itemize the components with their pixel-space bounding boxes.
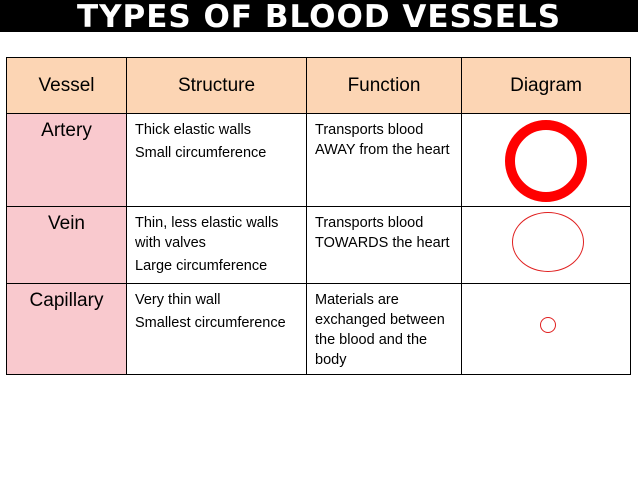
- structure-line: Thick elastic walls: [135, 122, 252, 138]
- structure-line: Large circumference: [135, 258, 268, 274]
- vessel-name-vein: Vein: [6, 206, 127, 284]
- table-header-row: Vessel Structure Function Diagram: [6, 57, 631, 114]
- header-diagram: Diagram: [461, 57, 631, 114]
- structure-line: Small circumference: [135, 145, 267, 161]
- function-cell-capillary: Materials are exchanged between the bloo…: [306, 283, 462, 375]
- table-row-vein: Vein Thin, less elastic walls with valve…: [6, 206, 631, 284]
- capillary-cross-section-icon: [540, 317, 556, 333]
- diagram-cell-artery: [461, 113, 631, 207]
- diagram-cell-vein: [461, 206, 631, 284]
- vessel-name-artery: Artery: [6, 113, 127, 207]
- blood-vessel-table: Vessel Structure Function Diagram Artery…: [6, 57, 631, 375]
- header-function: Function: [306, 57, 462, 114]
- header-structure: Structure: [126, 57, 307, 114]
- table-row-artery: Artery Thick elastic walls Small circumf…: [6, 113, 631, 207]
- function-cell-artery: Transports blood AWAY from the heart: [306, 113, 462, 207]
- function-cell-vein: Transports blood TOWARDS the heart: [306, 206, 462, 284]
- artery-cross-section-icon: [505, 120, 587, 202]
- vessel-name-capillary: Capillary: [6, 283, 127, 375]
- table-row-capillary: Capillary Very thin wall Smallest circum…: [6, 283, 631, 375]
- structure-cell-capillary: Very thin wall Smallest circumference: [126, 283, 307, 375]
- structure-line: Smallest circumference: [135, 315, 286, 331]
- structure-line: Very thin wall: [135, 292, 221, 308]
- page-title: TYPES OF BLOOD VESSELS: [0, 0, 638, 32]
- header-vessel: Vessel: [6, 57, 127, 114]
- diagram-cell-capillary: [461, 283, 631, 375]
- structure-cell-artery: Thick elastic walls Small circumference: [126, 113, 307, 207]
- vein-cross-section-icon: [512, 212, 584, 272]
- structure-cell-vein: Thin, less elastic walls with valves Lar…: [126, 206, 307, 284]
- structure-line: Thin, less elastic walls with valves: [135, 215, 279, 251]
